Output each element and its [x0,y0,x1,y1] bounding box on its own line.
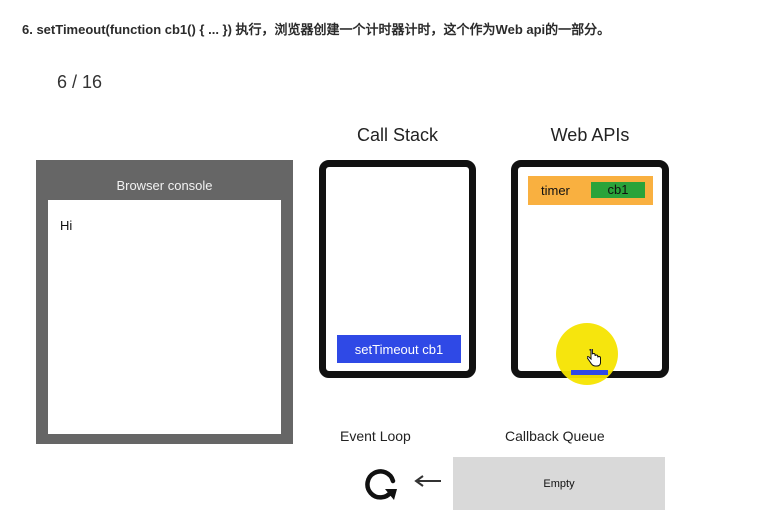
stack-frame: setTimeout cb1 [337,335,461,363]
step-description: 6. setTimeout(function cb1() { ... }) 执行… [22,22,611,37]
console-line: Hi [60,218,73,233]
browser-console: Browser console Hi [36,160,293,444]
event-loop-label: Event Loop [340,428,411,444]
hand-pointer-icon [587,349,601,367]
timer-label: timer [541,183,570,198]
timer-callback: cb1 [591,182,645,198]
cursor-underline [571,370,608,375]
step-counter: 6 / 16 [57,72,103,92]
timer-entry: timer cb1 [528,176,653,205]
console-title: Browser console [116,178,213,193]
call-stack-title: Call Stack [356,125,439,145]
console-output: Hi [48,200,281,434]
callback-queue-label: Callback Queue [505,428,605,444]
arrow-left-icon [414,475,441,487]
web-apis-title: Web APIs [550,125,630,145]
call-stack-box: setTimeout cb1 [319,160,476,378]
queue-empty-text: Empty [543,477,575,490]
refresh-loop-icon [365,469,397,500]
callback-queue: Empty [453,457,665,510]
